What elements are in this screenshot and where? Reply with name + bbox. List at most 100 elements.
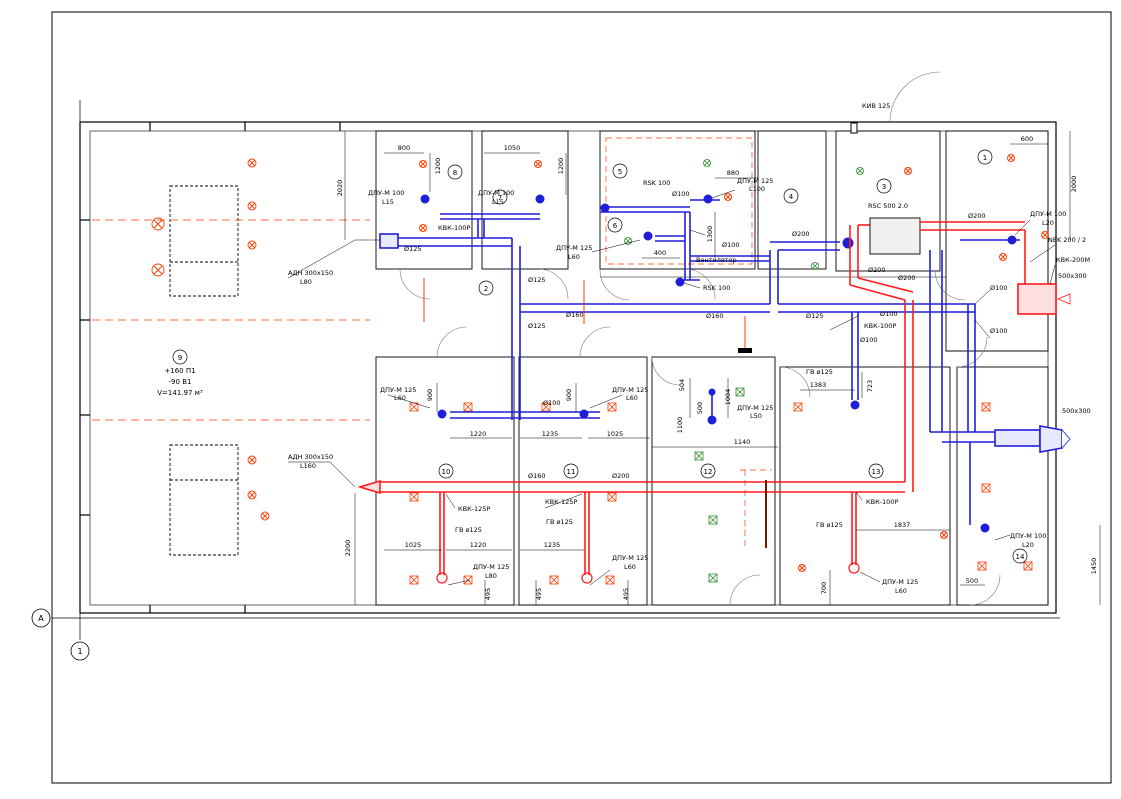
equipment-labels: АДН 300х150 L80 АДН 300х150 L160 КИВ 125… [288, 102, 1091, 595]
label-adn-bot-l: L160 [300, 462, 316, 470]
label-dpu-14: ДПУ-М 100 [1010, 532, 1046, 540]
label-gv-c: ГВ ø125 [816, 521, 843, 529]
label-grille-top: 500х300 [1058, 272, 1087, 280]
lamp-icons [151, 154, 1049, 572]
label-dpu-7-l: L15 [492, 198, 504, 206]
label-adn-top-l: L80 [300, 278, 312, 286]
dim-495c: 495 [622, 588, 630, 600]
label-dpu-14-l: L20 [1022, 541, 1034, 549]
label-dpu-10a: ДПУ-М 125 [380, 386, 416, 394]
room9-supply: +160 П1 [164, 367, 195, 375]
dim-880: 880 [727, 169, 739, 177]
label-d160-c: Ø160 [528, 472, 546, 480]
label-d200-a: Ø200 [792, 230, 810, 238]
room-7-number: 7 [498, 194, 502, 202]
label-dpu-11b: ДПУ-М 125 [612, 554, 648, 562]
dim-1004: 1004 [724, 389, 732, 406]
room-12-number: 12 [704, 468, 713, 476]
dim-900a: 900 [426, 389, 434, 401]
room-14-number: 14 [1016, 553, 1025, 561]
label-dpu-7: ДПУ-М 100 [478, 189, 514, 197]
room-5-number: 5 [618, 168, 622, 176]
dim-1235b: 1235 [544, 541, 561, 549]
radiator [738, 348, 752, 353]
dim-1140: 1140 [734, 438, 751, 446]
dim-1050: 1050 [504, 144, 521, 152]
label-d125-b: Ø125 [528, 276, 546, 284]
room-3-number: 3 [882, 183, 886, 191]
dim-1200b: 1200 [557, 158, 565, 175]
label-adn-bot: АДН 300х150 [288, 453, 333, 461]
dim-1450: 1450 [1090, 558, 1098, 575]
exhaust-diffusers [420, 194, 1017, 533]
label-gv-b: ГВ ø125 [546, 518, 573, 526]
dim-2200: 2200 [344, 540, 352, 557]
label-d100-a: Ø100 [672, 190, 690, 198]
room9-volume: V=141.97 м³ [157, 389, 203, 397]
label-dpu-10b: ДПУ-М 125 [473, 563, 509, 571]
ceiling-dashed-zones [605, 137, 772, 550]
label-adn-top: АДН 300х150 [288, 269, 333, 277]
supply-ducts [357, 217, 1057, 575]
label-rsk1: RSK 100 [643, 179, 670, 187]
label-gv-d: ГВ ø125 [806, 368, 833, 376]
room-8-number: 8 [453, 169, 457, 177]
label-kvk125p-a: КВК-125Р [458, 505, 490, 513]
dim-2020: 2020 [336, 180, 344, 197]
flow-arrows [1056, 293, 1071, 449]
axis-1-label: 1 [77, 647, 82, 656]
label-d100-e: Ø100 [990, 284, 1008, 292]
label-kvk100p-b: КВК-100Р [864, 322, 896, 330]
axis-a-label: A [38, 614, 44, 623]
doors [399, 71, 1001, 606]
supply-diffusers [436, 562, 860, 584]
label-dpu-11a-l: L60 [626, 394, 638, 402]
room9-info: +160 П1 -90 В1 V=141.97 м³ [157, 367, 203, 397]
label-dpu-12: ДПУ-М 125 [737, 404, 773, 412]
sheet-frame [51, 11, 1112, 784]
room-4-number: 4 [789, 193, 794, 201]
label-d100-f: Ø100 [990, 327, 1008, 335]
room-numbers: 1 2 3 4 5 6 7 8 9 10 11 12 13 14 [178, 154, 1025, 561]
lamp-icons-green [624, 159, 864, 583]
label-dpu-1-l: L20 [1042, 219, 1054, 227]
label-dpu-10a-l: L60 [394, 394, 406, 402]
dim-1220a: 1220 [470, 430, 487, 438]
label-dpu-12-l: L50 [750, 412, 762, 420]
label-dpu-6: ДПУ-М 125 [556, 244, 592, 252]
dim-500b: 500 [966, 577, 978, 585]
label-dpu-1: ДПУ-М 100 [1030, 210, 1066, 218]
room-9-number: 9 [178, 354, 182, 362]
label-vent: Вентилятор [696, 256, 737, 264]
kvb-valve [850, 122, 858, 134]
dimension-lines [344, 131, 1101, 605]
label-grille-right: 500х300 [1062, 407, 1091, 415]
dim-495a: 495 [484, 588, 492, 600]
room-10-number: 10 [442, 468, 451, 476]
label-d160-a: Ø160 [566, 311, 584, 319]
label-dpu-13: ДПУ-М 125 [882, 578, 918, 586]
label-d100-g: Ø100 [543, 399, 561, 407]
label-dpu-4: ДПУ-М 125 [737, 177, 773, 185]
dim-900b: 900 [565, 389, 573, 401]
dim-1100: 1100 [676, 417, 684, 434]
label-dpu-11a: ДПУ-М 125 [612, 386, 648, 394]
dim-1300: 1300 [706, 226, 714, 243]
label-dpu-11b-l: L60 [624, 563, 636, 571]
dim-504: 504 [678, 379, 686, 391]
label-dpu-8-l: L15 [382, 198, 394, 206]
building-walls [79, 121, 1057, 614]
room-11-number: 11 [567, 468, 576, 476]
label-dpu-6-l: L60 [568, 253, 580, 261]
dim-1235a: 1235 [542, 430, 559, 438]
room-6-number: 6 [613, 222, 618, 230]
label-d160-b: Ø160 [706, 312, 724, 320]
dim-500: 500 [696, 402, 704, 414]
label-gv-a: ГВ ø125 [455, 526, 482, 534]
label-rsk2: RSK 100 [703, 284, 730, 292]
dim-1025b: 1025 [405, 541, 422, 549]
label-kvb: КИВ 125 [862, 102, 890, 110]
dim-495b: 495 [535, 588, 543, 600]
leader-lines [287, 189, 1056, 586]
room-2-number: 2 [484, 285, 488, 293]
